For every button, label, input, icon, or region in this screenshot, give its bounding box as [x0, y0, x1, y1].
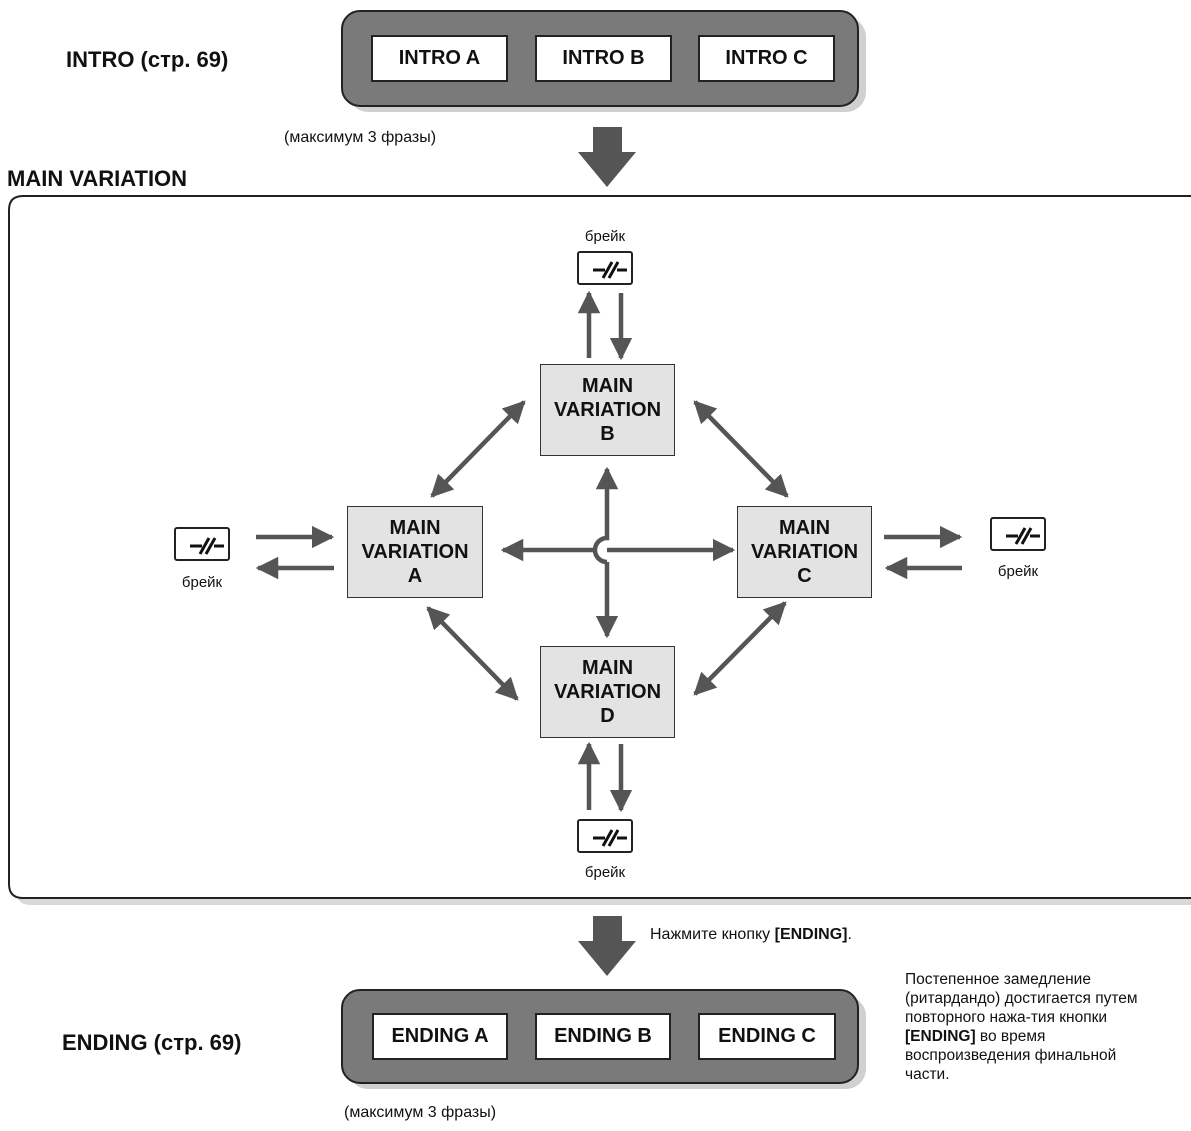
main-variation-d[interactable]: MAIN VARIATION D: [540, 646, 675, 738]
break-symbol-icon: [1006, 527, 1040, 545]
flow-arrow-down-2: [578, 916, 636, 976]
mv-c-line3: C: [797, 565, 812, 587]
mv-a-line3: A: [407, 565, 423, 587]
mv-b-line3: B: [600, 423, 615, 445]
ritardando-note-button: [ENDING]: [905, 1028, 976, 1045]
break-symbol-icon: [190, 537, 224, 555]
center-connectors: [255, 290, 963, 813]
main-variation-c[interactable]: MAIN VARIATION C: [737, 506, 872, 598]
ending-instruction-suffix: .: [847, 926, 852, 943]
ending-note: (максимум 3 фразы): [344, 1104, 497, 1121]
flow-arrow-down-1: [578, 127, 636, 187]
mv-a-line2: VARIATION: [361, 541, 469, 563]
ending-c-button[interactable]: ENDING C: [698, 1013, 836, 1060]
mv-a-line1: MAIN: [389, 517, 441, 539]
break-label-left: брейк: [181, 574, 223, 591]
ritardando-note: Постепенное замедление (ритардандо) дост…: [905, 970, 1145, 1084]
intro-note: (максимум 3 фразы): [284, 129, 437, 146]
break-label-top: брейк: [584, 228, 626, 245]
break-label-bottom: брейк: [584, 864, 626, 881]
ending-b-button[interactable]: ENDING B: [535, 1013, 671, 1060]
ritardando-note-part1: Постепенное замедление (ритардандо) дост…: [905, 971, 1138, 1026]
break-button-bottom[interactable]: [577, 819, 633, 853]
intro-b-button[interactable]: INTRO B: [535, 35, 672, 82]
mv-c-line2: VARIATION: [750, 541, 859, 563]
ending-heading: ENDING (стр. 69): [62, 1030, 242, 1055]
break-label-right: брейк: [997, 563, 1039, 580]
ending-instruction-button: [ENDING]: [774, 926, 848, 943]
ritardando-note-part2: во время воспроизведения финальной части…: [905, 1028, 1117, 1083]
main-variation-b[interactable]: MAIN VARIATION B: [540, 364, 675, 456]
intro-a-button[interactable]: INTRO A: [371, 35, 508, 82]
break-symbol-icon: [593, 829, 627, 847]
intro-heading: INTRO (стр. 69): [66, 47, 229, 72]
mv-d-line1: MAIN: [581, 657, 634, 679]
mv-d-line3: D: [600, 705, 615, 727]
main-variation-heading: MAIN VARIATION: [7, 166, 188, 191]
ending-instruction: Нажмите кнопку [ENDING].: [650, 926, 852, 944]
ending-instruction-prefix: Нажмите кнопку: [650, 926, 775, 943]
break-symbol-icon: [593, 261, 627, 279]
mv-c-line1: MAIN: [778, 517, 831, 539]
ending-a-button[interactable]: ENDING A: [372, 1013, 508, 1060]
mv-b-line2: VARIATION: [553, 399, 662, 421]
mv-b-line1: MAIN: [581, 375, 634, 397]
intro-c-button[interactable]: INTRO C: [698, 35, 835, 82]
break-button-top[interactable]: [577, 251, 633, 285]
break-button-right[interactable]: [990, 517, 1046, 551]
break-button-left[interactable]: [174, 527, 230, 561]
mv-d-line2: VARIATION: [553, 681, 662, 703]
main-variation-frame: [8, 195, 1191, 905]
main-variation-a[interactable]: MAIN VARIATION A: [347, 506, 483, 598]
